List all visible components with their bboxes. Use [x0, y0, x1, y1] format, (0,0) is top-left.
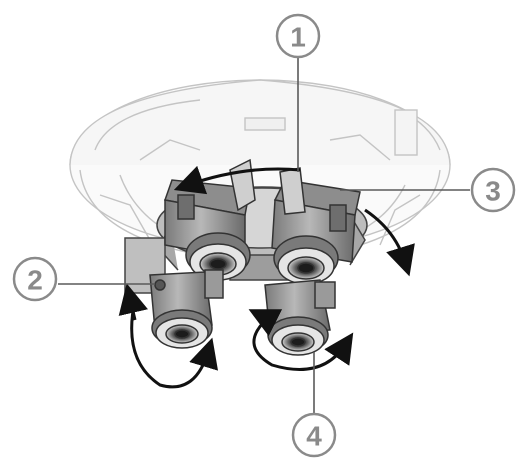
- tilt-arrow-right: [364, 208, 415, 277]
- camera-module-top-right: [271, 167, 361, 285]
- camera-module-bottom-left: [149, 269, 224, 349]
- motion-arrows: [118, 165, 415, 389]
- callout-1-label: 1: [290, 22, 306, 53]
- callout-2: 2: [12, 256, 58, 302]
- callout-3: 3: [470, 167, 516, 213]
- pan-arrow-top: [173, 165, 301, 195]
- callout-4-label: 4: [306, 421, 322, 452]
- callout-3-label: 3: [485, 176, 501, 207]
- callout-2-label: 2: [27, 265, 43, 296]
- camera-module-top-left: [164, 158, 256, 281]
- leader-lines: [58, 57, 470, 420]
- callout-1: 1: [275, 13, 321, 59]
- camera-module-bottom-center: [264, 279, 336, 356]
- tilt-arrow-left-up: [118, 283, 148, 321]
- callout-4: 4: [291, 412, 337, 458]
- tilt-arrow-left: [130, 299, 219, 389]
- rotation-arrow-start: [248, 309, 283, 337]
